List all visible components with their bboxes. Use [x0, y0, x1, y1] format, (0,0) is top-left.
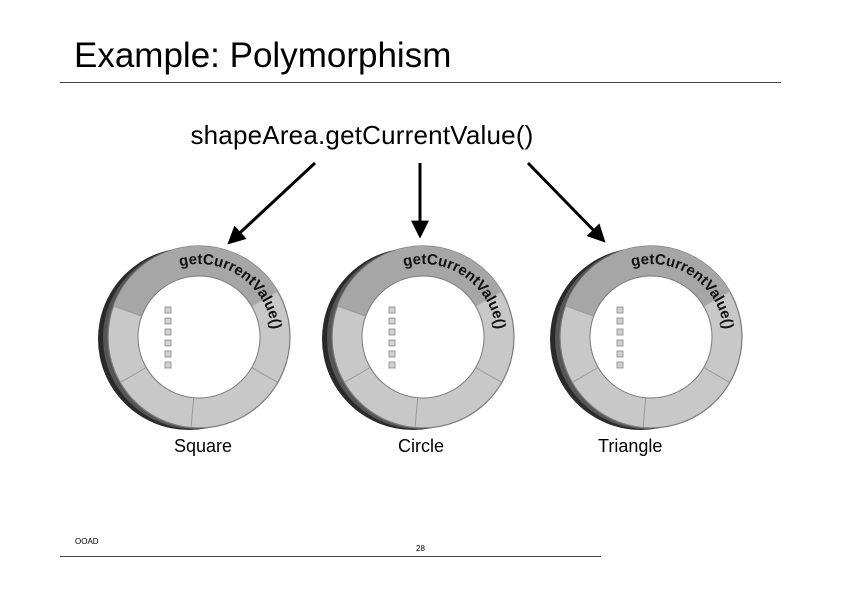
dial-tick [616, 339, 624, 347]
dial-divider [642, 397, 647, 428]
dial-segment [337, 246, 502, 317]
shape-label-circle: Circle [398, 436, 445, 456]
dial-divider [119, 367, 147, 383]
dial-tick [388, 361, 396, 369]
dial-triangle: getCurrentValue() [550, 245, 743, 430]
dial-hole [361, 275, 485, 399]
arrow-to-triangle [526, 161, 606, 243]
dial-divider [113, 305, 142, 317]
dial-hole [589, 275, 713, 399]
arrow-to-square [227, 161, 317, 245]
title-divider [60, 82, 781, 83]
dial-tick [616, 328, 624, 336]
dial-tick [164, 361, 172, 369]
dial-divider [475, 367, 503, 383]
footer-page-number: 28 [416, 544, 425, 553]
dial-segment [113, 245, 278, 317]
shape-label-square: Square [174, 436, 233, 456]
dial-tick [616, 350, 624, 358]
dial-circle: getCurrentValue() [322, 245, 515, 430]
dial-tick [616, 317, 624, 325]
dial-segment [565, 246, 730, 317]
dial-tick [164, 306, 172, 314]
dial-divider [190, 397, 195, 428]
dial-divider [251, 367, 279, 383]
dial-tick [164, 328, 172, 336]
dial-tick [616, 306, 624, 314]
footer-course: OOAD [75, 537, 99, 546]
shape-label-triangle: Triangle [598, 436, 663, 456]
call-expression-text: shapeArea.getCurrentValue() [190, 120, 534, 150]
dial-divider [343, 367, 371, 383]
dial-tick [164, 317, 172, 325]
dial-divider [337, 305, 366, 317]
footer-divider [60, 556, 601, 557]
dial-divider [571, 367, 599, 383]
dial-tick [164, 350, 172, 358]
dial-divider [565, 305, 594, 317]
dial-tick [388, 350, 396, 358]
dial-tick [388, 339, 396, 347]
dial-square: getCurrentValue() [98, 245, 291, 430]
dial-tick [388, 328, 396, 336]
dial-tick [616, 361, 624, 369]
call-expression: shapeArea.getCurrentValue() [0, 118, 842, 152]
dial-divider [703, 367, 731, 383]
dial-tick [388, 317, 396, 325]
dial-divider [414, 397, 419, 428]
dial-tick [164, 339, 172, 347]
slide-title: Example: Polymorphism [74, 36, 452, 75]
dial-hole [137, 275, 261, 399]
dial-tick [388, 306, 396, 314]
